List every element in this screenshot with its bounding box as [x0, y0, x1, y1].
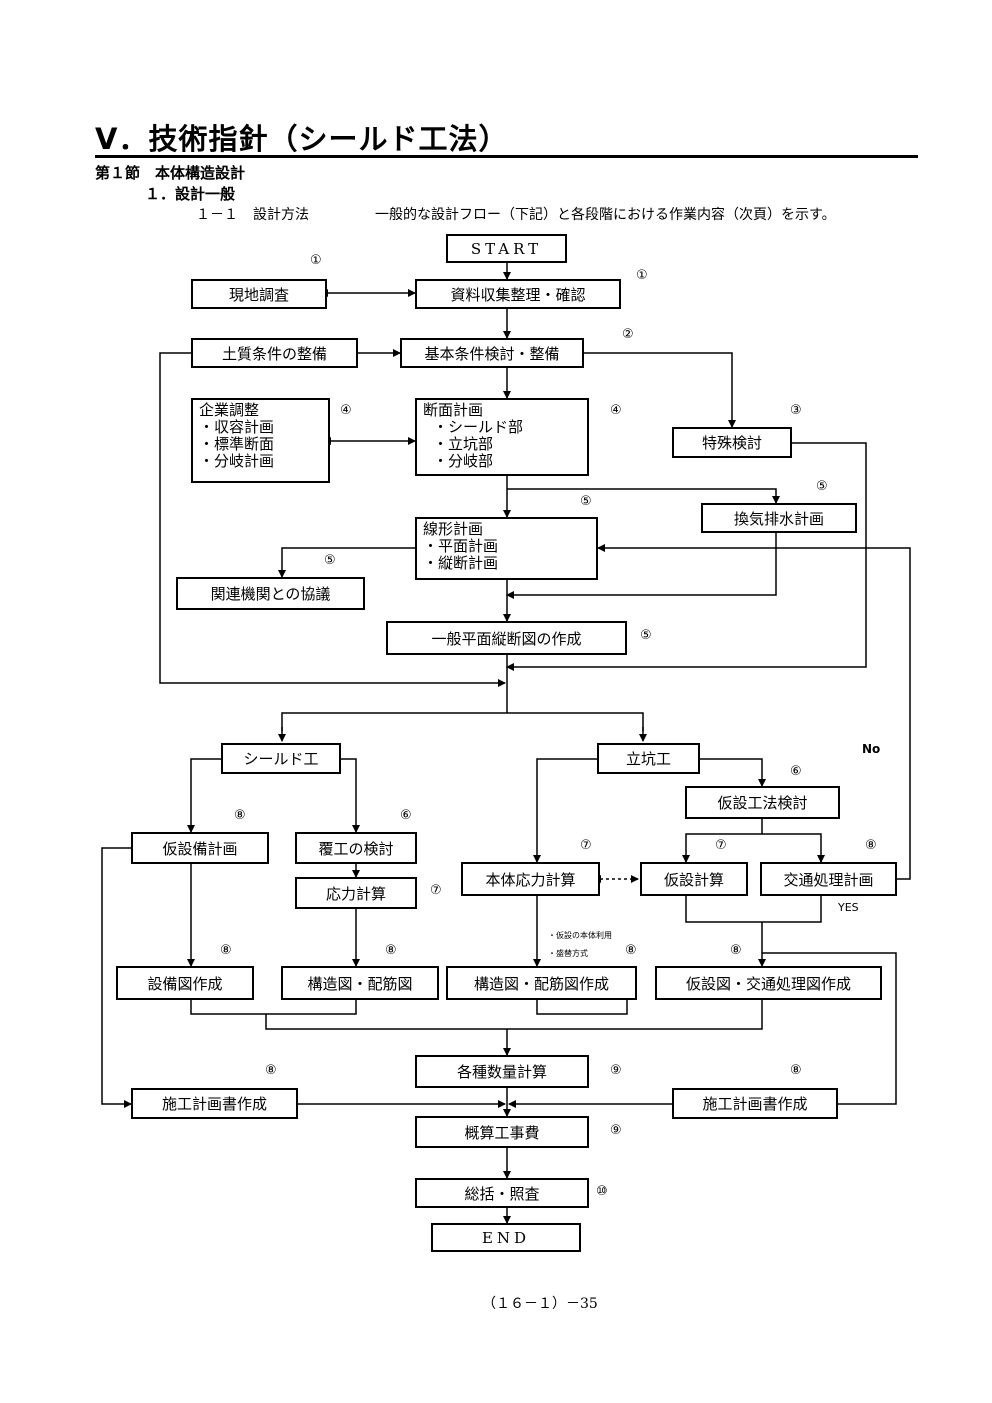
utility-coordination-title: 企業調整 — [199, 401, 260, 419]
step-number: ⑧ — [790, 1063, 802, 1078]
step-number: ⑨ — [610, 1063, 622, 1078]
step-number: ① — [636, 268, 648, 283]
section-heading: 第１節 本体構造設計 — [95, 164, 246, 182]
cross-section-plan-box: 断面計画 ・シールド部 ・立坑部 ・分岐部 — [415, 398, 589, 476]
item-title: 設計方法 — [253, 207, 309, 223]
alignment-plan-title: 線形計画 — [423, 520, 484, 538]
special-study-box: 特殊検討 — [672, 427, 792, 458]
step-number: ⑦ — [580, 838, 592, 853]
utility-coordination-box: 企業調整 ・収容計画 ・標準断面 ・分岐計画 — [191, 398, 330, 483]
item-number: １－１ — [196, 207, 238, 223]
end-node: END — [431, 1223, 581, 1252]
temporary-calc-box: 仮設計算 — [640, 862, 748, 896]
start-node: START — [446, 234, 567, 263]
step-number: ⑧ — [220, 943, 232, 958]
basic-conditions-box: 基本条件検討・整備 — [400, 338, 584, 368]
cross-section-plan-item: ・シールド部 — [433, 418, 524, 436]
construction-plan-right-box: 施工計画書作成 — [672, 1088, 838, 1119]
step-number: ⑦ — [430, 883, 442, 898]
shaft-works-box: 立坑工 — [597, 743, 700, 774]
item-description: 一般的な設計フロー（下記）と各段階における作業内容（次頁）を示す。 — [375, 207, 836, 223]
structure-drawing-creation-box: 構造図・配筋図作成 — [446, 966, 637, 1000]
step-number: ③ — [790, 403, 802, 418]
alignment-plan-box: 線形計画 ・平面計画 ・縦断計画 — [415, 517, 598, 580]
utility-coordination-item: ・分岐計画 — [199, 452, 275, 470]
summary-check-box: 総括・照査 — [415, 1178, 589, 1208]
facility-drawing-box: 設備図作成 — [116, 966, 254, 1000]
page-number: （１６－１）－35 — [482, 1296, 598, 1312]
step-number: ④ — [340, 403, 352, 418]
data-collection-box: 資料収集整理・確認 — [415, 279, 621, 309]
utility-coordination-item: ・標準断面 — [199, 435, 275, 453]
step-number: ⑤ — [816, 479, 828, 494]
structure-drawing-box: 構造図・配筋図 — [281, 966, 439, 1000]
site-survey-box: 現地調査 — [191, 279, 327, 309]
step-number: ⑧ — [625, 943, 637, 958]
subsection-heading: １．設計一般 — [145, 185, 236, 203]
utility-coordination-item: ・収容計画 — [199, 418, 275, 436]
ventilation-drainage-box: 換気排水計画 — [701, 503, 857, 533]
step-number: ⑩ — [596, 1184, 608, 1199]
soil-conditions-box: 土質条件の整備 — [191, 338, 358, 368]
step-number: ⑧ — [265, 1063, 277, 1078]
step-number: ⑤ — [580, 494, 592, 509]
temporary-traffic-drawing-box: 仮設図・交通処理図作成 — [655, 966, 882, 1000]
traffic-plan-box: 交通処理計画 — [760, 862, 897, 896]
temporary-facility-plan-box: 仮設備計画 — [131, 832, 269, 864]
agency-consultation-box: 関連機関との協議 — [176, 577, 365, 610]
step-number: ⑤ — [640, 628, 652, 643]
step-number: ④ — [610, 403, 622, 418]
step-number: ⑧ — [865, 838, 877, 853]
main-structure-stress-box: 本体応力計算 — [461, 862, 600, 896]
stress-calc-box: 応力計算 — [295, 877, 417, 909]
cross-section-plan-item: ・分岐部 — [433, 452, 494, 470]
quantity-calc-box: 各種数量計算 — [415, 1055, 589, 1088]
step-number: ⑧ — [234, 808, 246, 823]
step-number: ⑧ — [730, 943, 742, 958]
alignment-plan-item: ・平面計画 — [423, 537, 499, 555]
temporary-method-study-box: 仮設工法検討 — [685, 786, 840, 819]
note-replacement-method: ・盛替方式 — [548, 949, 588, 958]
branch-label-no: No — [862, 742, 881, 756]
cross-section-plan-item: ・立坑部 — [433, 435, 494, 453]
branch-label-yes: YES — [838, 901, 859, 914]
construction-plan-left-box: 施工計画書作成 — [131, 1088, 298, 1119]
title-rule — [95, 155, 918, 158]
step-number: ⑦ — [715, 838, 727, 853]
step-number: ⑧ — [385, 943, 397, 958]
alignment-plan-item: ・縦断計画 — [423, 554, 499, 572]
step-number: ① — [310, 253, 322, 268]
shield-works-box: シールド工 — [221, 743, 341, 774]
step-number: ⑥ — [790, 764, 802, 779]
step-number: ⑤ — [324, 553, 336, 568]
step-number: ② — [622, 327, 634, 342]
step-number: ⑨ — [610, 1123, 622, 1138]
lining-study-box: 覆工の検討 — [295, 832, 417, 864]
cross-section-plan-title: 断面計画 — [423, 401, 484, 419]
page-title: Ⅴ．技術指針（シールド工法） — [95, 122, 509, 156]
approx-cost-box: 概算工事費 — [415, 1116, 589, 1148]
step-number: ⑥ — [400, 808, 412, 823]
general-plan-profile-box: 一般平面縦断図の作成 — [386, 621, 627, 655]
note-temporary-reuse: ・仮設の本体利用 — [548, 931, 612, 940]
